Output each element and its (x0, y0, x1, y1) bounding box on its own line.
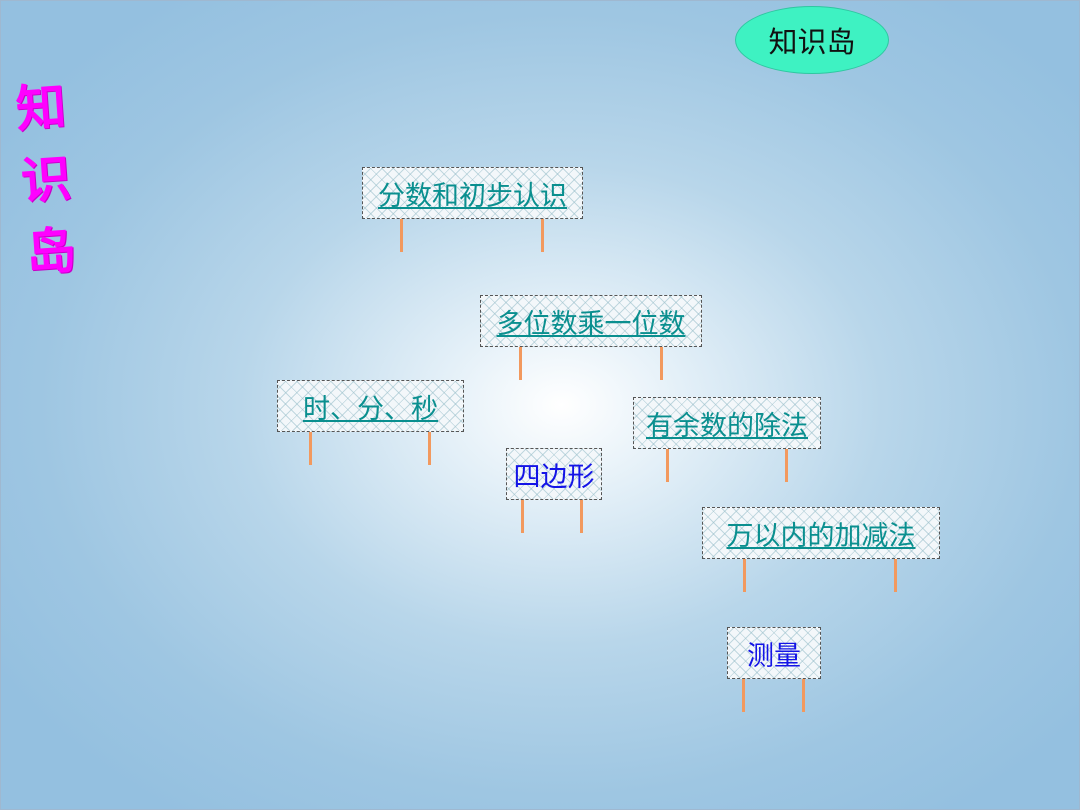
sign-multidigit-multiply-label[interactable]: 多位数乘一位数 (496, 308, 686, 340)
signpost-leg (580, 500, 583, 533)
sign-quadrilateral-label: 四边形 (513, 461, 595, 493)
signpost-leg (743, 559, 746, 592)
sign-measurement: 测量 (727, 627, 821, 679)
title-char-3: 岛 (23, 220, 78, 283)
signpost-leg (742, 679, 745, 712)
signpost-leg (519, 347, 522, 380)
signpost-leg (660, 347, 663, 380)
signpost-leg (785, 449, 788, 482)
title-char-2: 识 (18, 148, 73, 211)
title-char-1: 知 (13, 76, 68, 139)
sign-multidigit-multiply[interactable]: 多位数乘一位数 (480, 295, 702, 347)
sign-division-remainder-label[interactable]: 有余数的除法 (646, 410, 808, 442)
sign-quadrilateral: 四边形 (506, 448, 602, 500)
signpost-leg (666, 449, 669, 482)
signpost-leg (802, 679, 805, 712)
signpost-leg (521, 500, 524, 533)
sign-add-subtract-label[interactable]: 万以内的加减法 (726, 520, 916, 552)
sign-fractions[interactable]: 分数和初步认识 (362, 167, 583, 219)
sign-add-subtract[interactable]: 万以内的加减法 (702, 507, 940, 559)
vertical-title: 知 识 岛 (9, 70, 84, 290)
sign-fractions-label[interactable]: 分数和初步认识 (378, 180, 567, 212)
sign-time[interactable]: 时、分、秒 (277, 380, 464, 432)
signpost-leg (894, 559, 897, 592)
signpost-leg (400, 219, 403, 252)
knowledge-island-badge[interactable]: 知识岛 (735, 6, 889, 74)
sign-time-label[interactable]: 时、分、秒 (303, 393, 438, 425)
signpost-leg (541, 219, 544, 252)
sign-measurement-label: 测量 (747, 640, 801, 672)
sign-division-remainder[interactable]: 有余数的除法 (633, 397, 821, 449)
badge-label: 知识岛 (768, 25, 856, 59)
signpost-leg (428, 432, 431, 465)
signpost-leg (309, 432, 312, 465)
